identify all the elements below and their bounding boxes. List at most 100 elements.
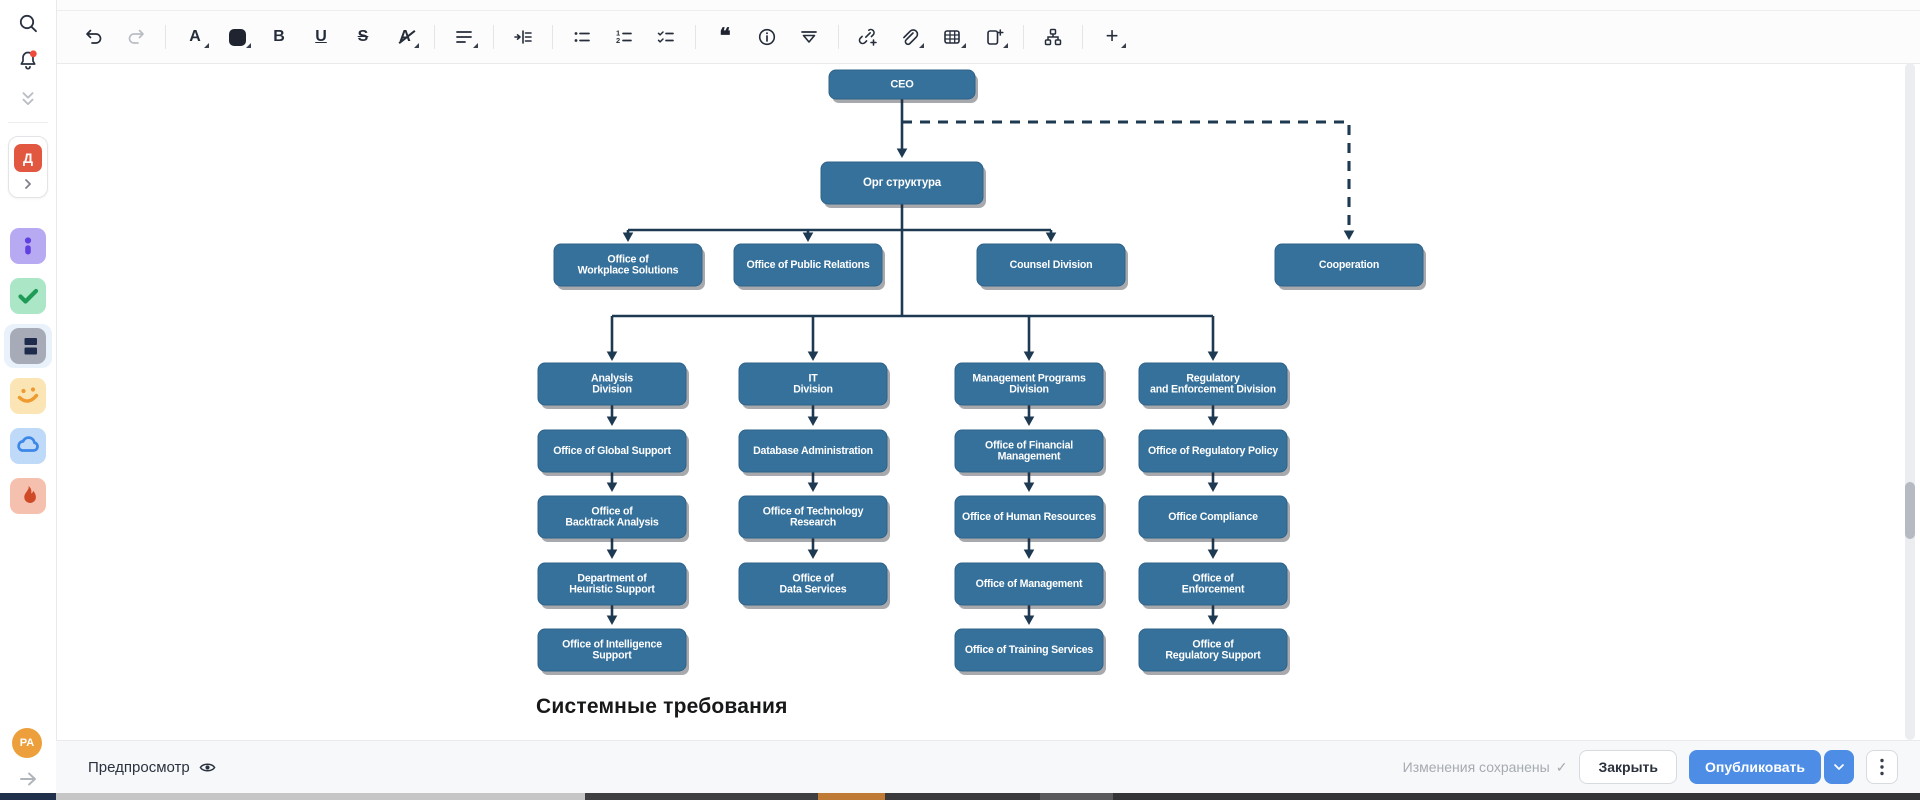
clear-format-button[interactable]: A (385, 19, 425, 55)
toolbar-divider (838, 25, 839, 49)
clear-format-icon: A (399, 28, 411, 45)
preview-label: Предпросмотр (88, 758, 190, 776)
sidebar-item-fire-app[interactable] (10, 478, 46, 514)
org-chart-button[interactable] (1033, 19, 1073, 55)
indent-button[interactable] (503, 19, 543, 55)
quote-icon: ❝ (719, 24, 731, 48)
kebab-icon (1880, 758, 1884, 776)
sidebar-item-smiley-app[interactable] (10, 378, 46, 414)
svg-text:CEO: CEO (890, 79, 914, 91)
save-status: Изменения сохранены ✓ (1403, 759, 1568, 776)
strikethrough-button[interactable]: S (343, 19, 383, 55)
sidebar-item-wiki-app[interactable] (10, 328, 46, 364)
bullet-list-icon (574, 32, 590, 42)
bold-button[interactable]: B (259, 19, 299, 55)
publish-dropdown-button[interactable] (1824, 750, 1854, 784)
add-more-button[interactable]: + (1092, 19, 1132, 55)
more-options-button[interactable] (1866, 750, 1898, 784)
svg-text:Office of Regulatory Policy: Office of Regulatory Policy (1148, 445, 1278, 457)
scrollbar-track (1905, 63, 1915, 740)
svg-text:Office of Management: Office of Management (976, 578, 1083, 590)
attach-button[interactable] (890, 19, 930, 55)
saved-check-icon: ✓ (1555, 758, 1568, 775)
org-chart-icon (1044, 28, 1062, 46)
toolbar-divider (493, 25, 494, 49)
publish-button[interactable]: Опубликовать (1689, 750, 1821, 784)
search-button[interactable] (14, 10, 42, 38)
workspace-card[interactable]: Д (8, 136, 48, 198)
notifications-button[interactable] (14, 46, 42, 74)
check-list-icon (657, 31, 674, 43)
collapse-sidebar-button[interactable] (14, 88, 42, 112)
quote-button[interactable]: ❝ (705, 19, 745, 55)
close-button[interactable]: Закрыть (1579, 750, 1678, 784)
add-more-icon: + (1105, 23, 1119, 48)
insert-block-button[interactable] (974, 19, 1014, 55)
smiley-app-icon (17, 387, 39, 403)
bold-icon: B (273, 28, 285, 45)
sidebar-item-tasks-app[interactable] (10, 278, 46, 314)
toolbar-divider (552, 25, 553, 49)
svg-text:Орг структура: Орг структура (863, 177, 942, 189)
highlight-color-button[interactable] (217, 19, 257, 55)
avatar[interactable]: PA (12, 728, 42, 758)
notifications-icon (20, 50, 37, 70)
svg-text:Office of Global Support: Office of Global Support (553, 445, 671, 457)
toolbar-divider (165, 25, 166, 49)
undo-icon (86, 29, 102, 44)
align-icon (456, 31, 472, 43)
collapse-block-button[interactable] (789, 19, 829, 55)
sidebar-item-info-app[interactable] (10, 228, 46, 264)
link-add-button[interactable] (848, 19, 888, 55)
text-color-icon: A (189, 28, 201, 45)
svg-text:Office of Human Resources: Office of Human Resources (962, 511, 1096, 523)
table-button[interactable] (932, 19, 972, 55)
info-block-button[interactable] (747, 19, 787, 55)
check-list-button[interactable] (646, 19, 686, 55)
toolbar-top-hairline (56, 10, 1920, 11)
underline-button[interactable]: U (301, 19, 341, 55)
forward-button[interactable] (15, 768, 41, 790)
numbered-list-icon: 12 (616, 29, 632, 45)
svg-text:2: 2 (616, 36, 620, 45)
undo-button[interactable] (74, 19, 114, 55)
taskbar-sliver (0, 793, 1920, 800)
forward-arrow-icon (20, 772, 36, 786)
align-button[interactable] (444, 19, 484, 55)
redo-icon (128, 29, 144, 44)
svg-text:Office Compliance: Office Compliance (1168, 511, 1258, 523)
toolbar-divider (1082, 25, 1083, 49)
save-status-text: Изменения сохранены (1402, 759, 1550, 775)
wiki-app-icon (24, 338, 37, 355)
info-app-icon (24, 237, 32, 255)
bullet-list-button[interactable] (562, 19, 602, 55)
redo-button[interactable] (116, 19, 156, 55)
sidebar-item-cloud-app[interactable] (10, 428, 46, 464)
workspace-badge[interactable]: Д (14, 144, 42, 172)
document-heading[interactable]: Системные требования (536, 695, 788, 718)
svg-text:Office of Training Services: Office of Training Services (965, 644, 1094, 656)
scrollbar-thumb[interactable] (1905, 482, 1915, 539)
expand-chevron-icon[interactable] (20, 176, 36, 192)
svg-text:Office of Public Relations: Office of Public Relations (746, 259, 869, 271)
svg-text:Database Administration: Database Administration (753, 445, 873, 457)
tasks-app-icon (18, 288, 39, 304)
footer-bar: Предпросмотр Изменения сохранены ✓ Закры… (56, 740, 1920, 793)
indent-icon (514, 30, 532, 44)
preview-toggle[interactable]: Предпросмотр (88, 758, 217, 777)
text-color-button[interactable]: A (175, 19, 215, 55)
